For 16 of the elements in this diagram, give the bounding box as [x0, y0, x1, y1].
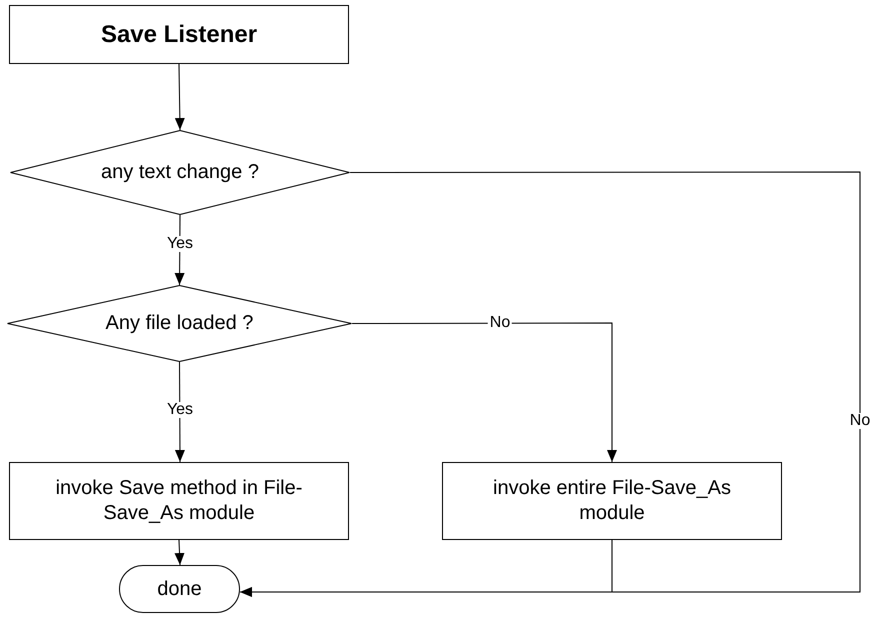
arrow [240, 172, 860, 597]
node-text: invoke entire File-Save_As module [492, 476, 732, 526]
arrow [174, 64, 185, 130]
terminal-shape [119, 565, 240, 613]
process-box [9, 5, 349, 64]
arrow [352, 322, 617, 462]
node-text: done [157, 576, 202, 602]
edge-label: Yes [164, 402, 196, 418]
edge-label: Yes [164, 236, 196, 252]
node-text: Save Listener [100, 20, 258, 50]
arrow [174, 540, 185, 566]
node-text: any text change ? [101, 160, 259, 185]
process-box [442, 462, 782, 540]
node-text: Any file loaded ? [106, 311, 254, 336]
process-box [9, 462, 349, 540]
node-text: invoke Save method in File-Save_As module [54, 476, 304, 526]
